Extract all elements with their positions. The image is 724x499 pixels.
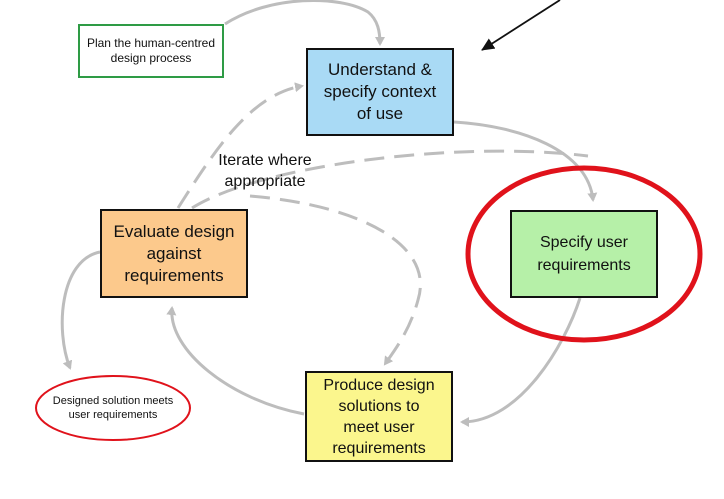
arrow-specify-to-produce <box>460 297 582 427</box>
plan-process-text: Plan the human-centred design process <box>86 36 216 65</box>
highlight-ring <box>465 165 703 343</box>
designed-solution-ring <box>35 375 191 441</box>
understand-context-text: Understand & specify context of use <box>323 60 437 123</box>
arrow-understand-to-specify <box>453 120 598 202</box>
dashed-evaluate-to-understand <box>176 82 304 209</box>
arrow-produce-to-evaluate <box>166 306 305 416</box>
iterate-label: Iterate where appropriate <box>218 152 312 190</box>
produce-solutions-text: Produce design solutions to meet user re… <box>323 376 435 457</box>
arrow-evaluate-to-designed <box>60 250 101 370</box>
dashed-evaluate-to-produce <box>249 194 422 366</box>
dashed-evaluate-to-specify <box>191 149 589 210</box>
evaluate-design-text: Evaluate design against requirements <box>113 221 235 285</box>
specify-requirements-text: Specify user requirements <box>537 234 631 274</box>
plan-process-box: Plan the human-centred design process <box>78 24 224 78</box>
specify-requirements-box: Specify user requirements <box>510 210 658 298</box>
arrow-plan-to-understand <box>224 0 385 46</box>
produce-solutions-box: Produce design solutions to meet user re… <box>305 371 453 462</box>
designed-solution-label: Designed solution meets user requirement… <box>52 395 174 421</box>
pointer-arrow <box>481 0 561 51</box>
understand-context-box: Understand & specify context of use <box>306 48 454 136</box>
evaluate-design-box: Evaluate design against requirements <box>100 209 248 298</box>
